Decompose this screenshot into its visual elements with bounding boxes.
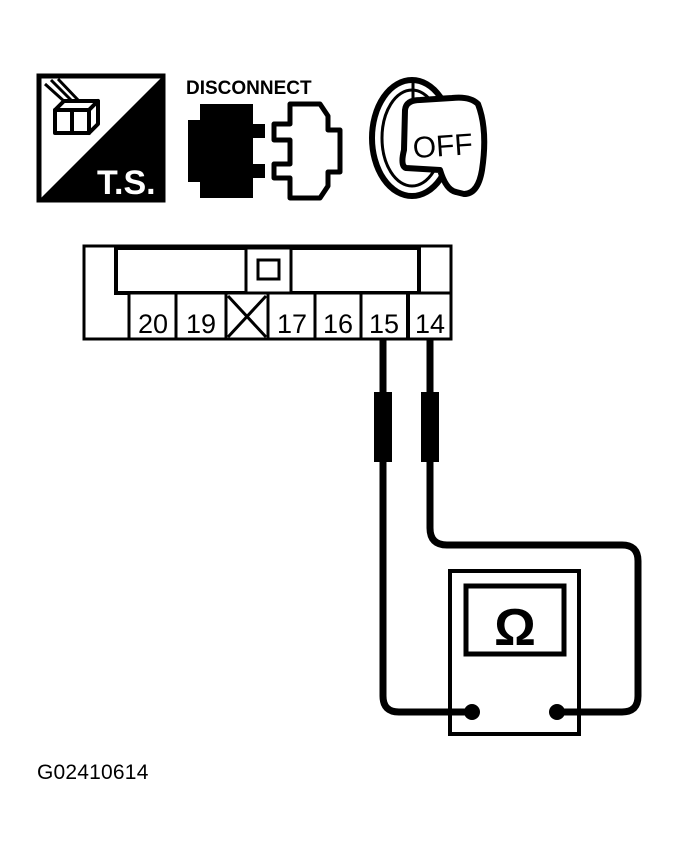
pin-15: 15 (369, 309, 399, 339)
disconnect-connector-icon: DISCONNECT (186, 78, 343, 201)
ts-label: T.S. (97, 164, 156, 202)
pin-20: 20 (138, 309, 168, 339)
ignition-key-off-icon: OFF (369, 77, 488, 199)
meter-terminal-left (464, 704, 480, 720)
ohmmeter: Ω (448, 569, 581, 736)
meter-terminal-right (549, 704, 565, 720)
ignition-off-label: OFF (412, 128, 474, 165)
probe-leads (379, 339, 642, 716)
probe-sleeve-left (374, 392, 392, 462)
pin-16: 16 (323, 309, 353, 339)
connector-harness: 20 19 17 16 15 14 (82, 244, 453, 341)
ohm-symbol: Ω (494, 599, 536, 657)
pin-17: 17 (277, 309, 307, 339)
figure-id: G02410614 (37, 761, 149, 784)
pin-19: 19 (186, 309, 216, 339)
pin-14: 14 (415, 309, 445, 339)
probe-sleeve-right (421, 392, 439, 462)
disconnect-label: DISCONNECT (186, 78, 312, 99)
tool-service-icon: T.S. (36, 73, 166, 203)
